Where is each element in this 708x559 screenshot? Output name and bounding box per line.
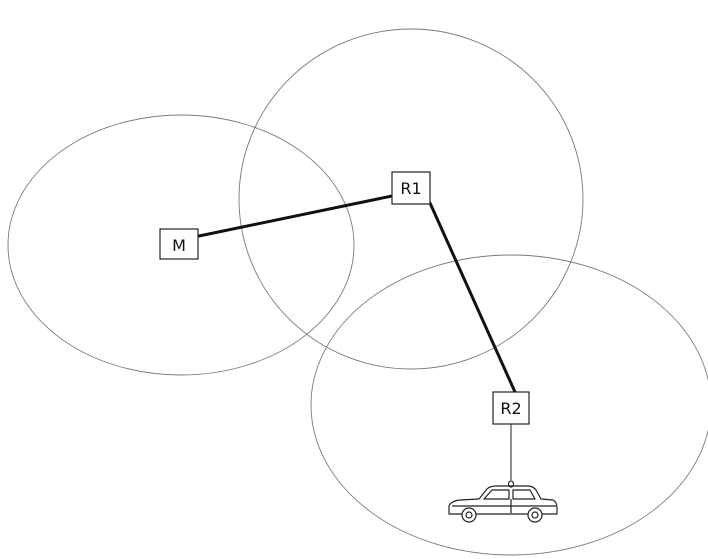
node-m: M — [159, 228, 199, 260]
node-r1: R1 — [391, 171, 431, 205]
node-r2-label: R2 — [500, 399, 521, 418]
car-window-front — [483, 489, 510, 500]
car-wheel-front — [461, 507, 477, 523]
coverage-range-m — [7, 114, 355, 376]
coverage-range-r2 — [310, 254, 708, 556]
node-r2: R2 — [492, 391, 530, 425]
link-m-r1 — [197, 194, 394, 238]
car-hub-rear — [531, 511, 539, 519]
coverage-range-r1 — [238, 28, 584, 370]
car-icon — [448, 480, 558, 523]
node-m-box — [159, 228, 199, 260]
car-window-rear — [512, 489, 536, 500]
link-r1-r2 — [428, 201, 517, 394]
car-hub-front — [465, 511, 473, 519]
node-r1-box — [391, 171, 431, 205]
car-body — [448, 485, 558, 515]
node-r1-label: R1 — [400, 179, 421, 198]
car-wheel-rear — [527, 507, 543, 523]
node-r2-box — [492, 391, 530, 425]
node-m-label: M — [172, 236, 186, 255]
